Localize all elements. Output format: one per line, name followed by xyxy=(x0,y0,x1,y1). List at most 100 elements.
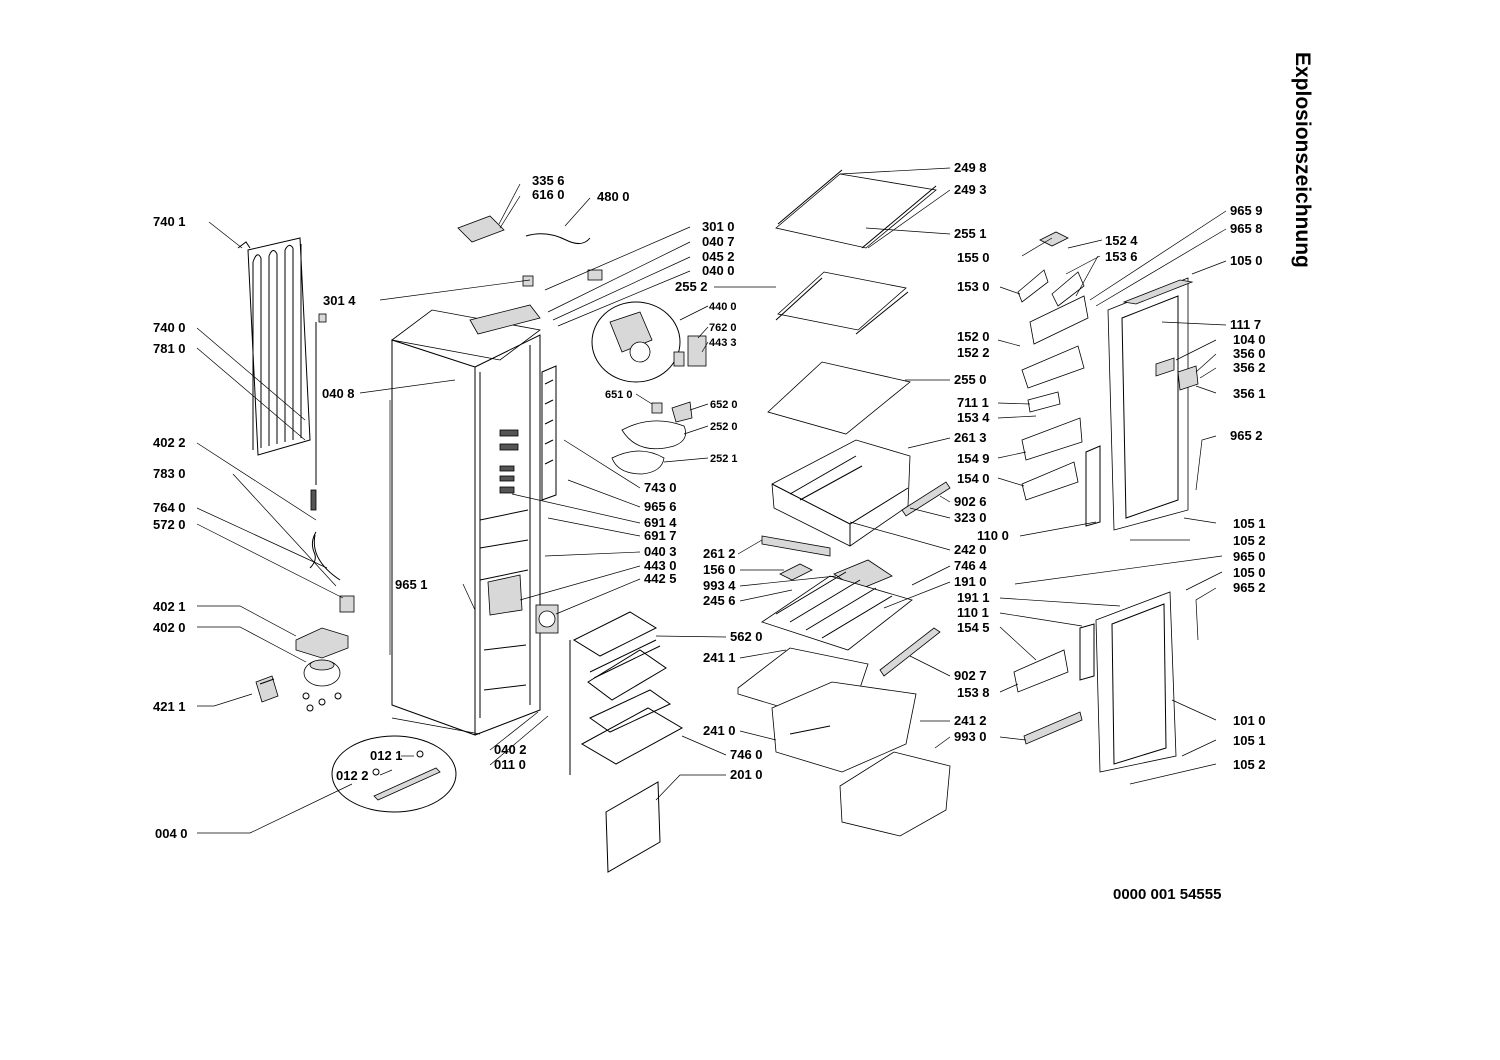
glass-shelves xyxy=(767,169,937,435)
callout-label: 105 1 xyxy=(1233,733,1266,748)
callout-label: 191 0 xyxy=(954,574,987,589)
callout-label: 249 3 xyxy=(954,182,987,197)
callout-label: 040 7 xyxy=(702,234,735,249)
start-relay xyxy=(255,675,279,703)
control-module xyxy=(457,215,603,287)
callout-label: 965 1 xyxy=(395,577,428,592)
callout-label: 261 2 xyxy=(703,546,736,561)
callout-label: 105 1 xyxy=(1233,516,1266,531)
callout-label: 153 8 xyxy=(957,685,990,700)
callout-label: 245 6 xyxy=(703,593,736,608)
callout-label: 323 0 xyxy=(954,510,987,525)
callout-label: 153 0 xyxy=(957,279,990,294)
callout-label: 110 1 xyxy=(957,605,989,620)
callout-label: 740 1 xyxy=(153,214,186,229)
callout-label: 261 3 xyxy=(954,430,987,445)
callout-label: 241 0 xyxy=(703,723,736,738)
callout-label: 572 0 xyxy=(153,517,186,532)
callout-label: 965 2 xyxy=(1230,428,1263,443)
callout-labels: 740 1 740 0 781 0 402 2 783 0 764 0 572 … xyxy=(153,160,1266,841)
callout-label: 480 0 xyxy=(597,189,630,204)
callout-label: 651 0 xyxy=(605,389,633,401)
callout-label: 965 9 xyxy=(1230,203,1263,218)
callout-label: 156 0 xyxy=(703,562,736,577)
callout-label: 965 6 xyxy=(644,499,677,514)
callout-label: 442 5 xyxy=(644,571,677,586)
callout-label: 110 0 xyxy=(977,528,1009,543)
callout-label: 616 0 xyxy=(532,187,565,202)
cabinet xyxy=(391,304,541,736)
callout-label: 652 0 xyxy=(710,399,738,411)
diagram-title: Explosionszeichnung xyxy=(1291,52,1314,268)
mounting-rail-detail xyxy=(331,735,457,813)
callout-label: 255 2 xyxy=(675,279,708,294)
callout-label: 421 1 xyxy=(153,699,186,714)
callout-label: 155 0 xyxy=(957,250,990,265)
callout-label: 356 2 xyxy=(1233,360,1266,375)
callout-label: 154 0 xyxy=(957,471,990,486)
callout-label: 152 4 xyxy=(1105,233,1138,248)
callout-label: 242 0 xyxy=(954,542,987,557)
callout-label: 301 0 xyxy=(702,219,735,234)
callout-label: 012 1 xyxy=(370,748,403,763)
callout-label: 252 1 xyxy=(710,453,738,465)
callout-label: 152 0 xyxy=(957,329,990,344)
callout-label: 965 0 xyxy=(1233,549,1266,564)
evaporator xyxy=(569,611,684,873)
callout-label: 249 8 xyxy=(954,160,987,175)
callout-label: 965 2 xyxy=(1233,580,1266,595)
fan-assembly xyxy=(591,301,707,383)
callout-label: 040 2 xyxy=(494,742,527,757)
callout-label: 740 0 xyxy=(153,320,186,335)
callout-label: 104 0 xyxy=(1233,332,1266,347)
fridge-door xyxy=(1107,277,1199,531)
callout-label: 154 9 xyxy=(957,451,990,466)
capillary-tube xyxy=(309,531,355,613)
callout-label: 993 0 xyxy=(954,729,987,744)
callout-label: 746 0 xyxy=(730,747,763,762)
freezer-fan xyxy=(535,604,559,634)
callout-label: 301 4 xyxy=(323,293,356,308)
lamp-assembly xyxy=(611,401,693,475)
callout-label: 443 3 xyxy=(709,337,737,349)
callout-label: 111 7 xyxy=(1230,317,1261,332)
callout-label: 902 7 xyxy=(954,668,987,683)
callout-label: 252 0 xyxy=(710,421,738,433)
callout-label: 040 8 xyxy=(322,386,355,401)
side-rail xyxy=(541,365,557,501)
callout-label: 711 1 xyxy=(957,395,989,410)
freezer-door xyxy=(1095,591,1177,773)
callout-label: 783 0 xyxy=(153,466,186,481)
condenser-coil xyxy=(237,237,327,511)
crisper-drawer xyxy=(761,439,951,557)
callout-label: 335 6 xyxy=(532,173,565,188)
callout-label: 562 0 xyxy=(730,629,763,644)
callout-label: 691 7 xyxy=(644,528,677,543)
callout-label: 764 0 xyxy=(153,500,186,515)
callout-label: 012 2 xyxy=(336,768,369,783)
callout-label: 241 1 xyxy=(703,650,736,665)
callout-label: 356 1 xyxy=(1233,386,1266,401)
callout-label: 153 6 xyxy=(1105,249,1138,264)
callout-label: 762 0 xyxy=(709,322,737,334)
callout-label: 443 0 xyxy=(644,558,677,573)
callout-label: 691 4 xyxy=(644,515,677,530)
callout-label: 993 4 xyxy=(703,578,736,593)
callout-label: 154 5 xyxy=(957,620,990,635)
callout-label: 105 2 xyxy=(1233,533,1266,548)
callout-label: 402 0 xyxy=(153,620,186,635)
callout-label: 356 0 xyxy=(1233,346,1266,361)
callout-label: 191 1 xyxy=(957,590,990,605)
door-bins xyxy=(1013,231,1101,745)
callout-label: 040 3 xyxy=(644,544,677,559)
compressor xyxy=(295,627,349,712)
freezer-grid-shelf xyxy=(761,571,913,651)
callout-label: 440 0 xyxy=(709,301,737,313)
callout-label: 040 0 xyxy=(702,263,735,278)
document-number: 0000 001 54555 xyxy=(1113,886,1221,903)
callout-label: 045 2 xyxy=(702,249,735,264)
callout-label: 965 8 xyxy=(1230,221,1263,236)
freezer-drawers xyxy=(737,627,951,837)
callout-label: 402 2 xyxy=(153,435,186,450)
